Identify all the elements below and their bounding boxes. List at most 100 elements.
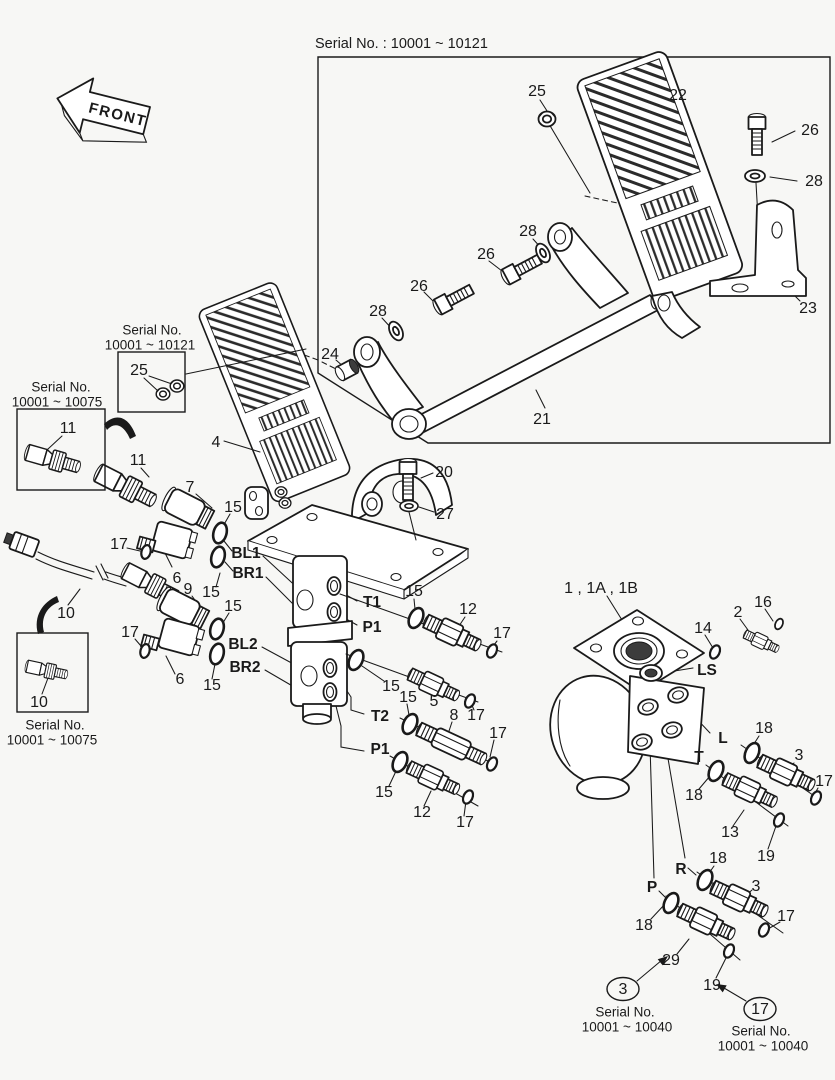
part-label-28: 28: [519, 223, 537, 240]
arrowhead-17: [716, 984, 727, 993]
part-label-br1: BR1: [232, 565, 263, 582]
part-label-p1: P1: [371, 741, 390, 758]
part-label-15: 15: [203, 677, 221, 694]
callout-box-11: Serial No. 10001 ~ 10075: [12, 380, 136, 491]
pedal-linkage: [334, 222, 662, 440]
part-label-19: 19: [757, 848, 775, 865]
base-plate: [247, 504, 469, 600]
bushing-24: [334, 358, 360, 382]
part-label-p1: P1: [363, 619, 382, 636]
pedal-stud-nut-b: [278, 497, 292, 509]
pedal-hinge-arch: [351, 458, 453, 523]
pressure-switch-11: [90, 460, 162, 513]
brake-valve-body: [287, 555, 353, 725]
curved-arrow-11: [104, 417, 136, 439]
arrowhead-3: [657, 956, 668, 966]
oring-15-bl1: [209, 519, 231, 547]
part-label-27: 27: [436, 506, 454, 523]
part-label-17: 17: [121, 624, 139, 641]
part-label-8: 8: [450, 707, 459, 724]
part-label-18: 18: [755, 720, 773, 737]
pedal-22-pivot-hole: [657, 294, 671, 312]
part-label-17: 17: [493, 625, 511, 642]
oring-15-p1: [344, 646, 368, 674]
fitting-8-t2: [412, 718, 491, 771]
callout-11-serial-line1: Serial No.: [31, 380, 90, 395]
oring-15-bl2: [206, 615, 228, 643]
left-leaders: [41, 348, 435, 695]
part-label-6: 6: [173, 570, 182, 587]
note-circle-17: 17 Serial No. 10001 ~ 10040: [716, 984, 808, 1054]
steering-ports: [631, 686, 689, 751]
washer-28-mid: [385, 318, 407, 344]
harness-10: [3, 531, 184, 608]
part-label-11: 11: [130, 452, 147, 469]
part-label-15: 15: [375, 784, 393, 801]
curved-arrow-10: [36, 596, 59, 634]
part-label-r: R: [675, 861, 686, 878]
note-17-serial-line1: Serial No.: [731, 1024, 790, 1039]
note-circle-17-part: 17: [751, 1001, 769, 1018]
part-label-17: 17: [777, 908, 795, 925]
part-label-br2: BR2: [229, 659, 260, 676]
part-label-18: 18: [709, 850, 727, 867]
part-label-p: P: [647, 879, 657, 896]
part-label-16: 16: [754, 594, 772, 611]
washer-28-top: [744, 169, 766, 183]
part-label-12: 12: [459, 601, 477, 618]
lever-arm-left: [353, 336, 427, 440]
oring-14: [706, 642, 724, 662]
part-label-17: 17: [467, 707, 485, 724]
part-label-bl1: BL1: [231, 545, 261, 562]
bracket-23: [709, 199, 807, 297]
nut-25: [537, 110, 557, 128]
part-label-18: 18: [635, 917, 653, 934]
callout-10-serial-line1: Serial No.: [25, 718, 84, 733]
part-label-24: 24: [321, 346, 339, 363]
front-arrow: FRONT: [56, 77, 151, 143]
pedal-4-bracket-tab: [244, 486, 269, 520]
oring-17-t2: [483, 754, 501, 774]
oring-17-r: [755, 920, 773, 940]
part-label-15: 15: [224, 499, 242, 516]
washer-27: [399, 499, 419, 513]
part-label-15: 15: [202, 584, 220, 601]
part-label-10: 10: [30, 694, 48, 711]
pedal-4: [196, 279, 353, 505]
part-label-15: 15: [405, 583, 423, 600]
part-label-17: 17: [110, 536, 128, 553]
bolt-26-left: [498, 250, 545, 288]
part-label-20: 20: [435, 464, 453, 481]
note-3-serial-line2: 10001 ~ 10040: [582, 1020, 672, 1035]
oring-19-p: [720, 941, 738, 961]
steering-unit-1: [549, 609, 705, 800]
part-label-22: 22: [669, 87, 687, 104]
part-label-5: 5: [430, 693, 439, 710]
oring-17-l: [807, 788, 825, 808]
callout-box-25: Serial No. 10001 ~ 10121: [105, 323, 195, 413]
part-label-28: 28: [805, 173, 823, 190]
part-label-18: 18: [685, 787, 703, 804]
part-label-26: 26: [801, 122, 819, 139]
oring-16: [772, 616, 786, 632]
oring-15-br1: [207, 543, 229, 571]
part-label-bl2: BL2: [228, 636, 257, 653]
callout-box-10: Serial No. 10001 ~ 10075: [7, 596, 97, 748]
part-label-15: 15: [224, 598, 242, 615]
part-label-t: T: [694, 749, 704, 766]
part-label-9: 9: [184, 581, 193, 598]
lever-arm-right: [547, 222, 629, 309]
fitting-2: [740, 626, 782, 657]
part-label-12: 12: [413, 804, 431, 821]
part-label-6: 6: [176, 671, 185, 688]
bolt-20-axis-line: [408, 511, 417, 541]
part-label-17: 17: [815, 773, 833, 790]
part-label-17: 17: [489, 725, 507, 742]
part-label-29: 29: [662, 952, 680, 969]
part-label-28: 28: [369, 303, 387, 320]
part-label-7: 7: [186, 479, 195, 496]
note-circle-3-part: 3: [619, 981, 628, 998]
oring-15-br2: [206, 640, 228, 668]
